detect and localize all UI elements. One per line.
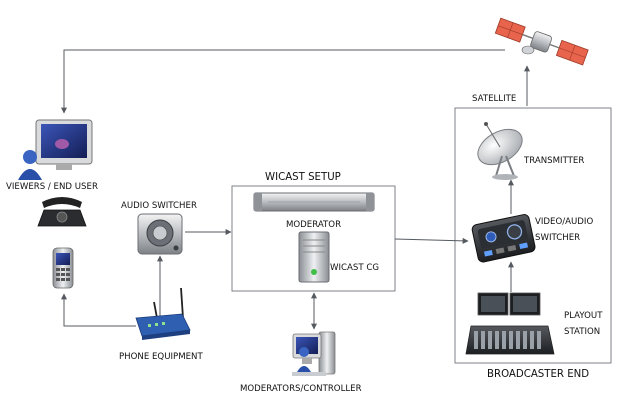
moderators-controller-label: MODERATORS/CONTROLLER <box>240 384 362 394</box>
mobile-phone-icon <box>52 247 74 289</box>
audio-switcher-icon <box>137 213 183 255</box>
wicast-setup-title: WICAST SETUP <box>265 172 341 183</box>
rack-server-icon <box>253 192 375 212</box>
video-audio-label-line2: SWITCHER <box>535 233 580 243</box>
phone-to-router-line <box>61 293 136 327</box>
phone-equipment-label: PHONE EQUIPMENT <box>119 352 203 362</box>
broadcaster-end-title: BROADCASTER END <box>487 369 589 380</box>
viewer-monitor-icon <box>18 119 93 180</box>
audio-switcher-label: AUDIO SWITCHER <box>121 201 197 211</box>
wicast-to-switcher-line <box>394 237 469 244</box>
viewers-label: VIEWERS / END USER <box>6 182 98 192</box>
controller-workstation-icon <box>292 331 336 376</box>
telephone-icon <box>37 197 87 227</box>
wicast-cg-label: WICAST CG <box>330 263 379 273</box>
satellite-to-viewers-line <box>61 49 505 114</box>
satellite-icon <box>494 17 589 66</box>
moderator-label: MODERATOR <box>286 220 341 230</box>
video-audio-label-line1: VIDEO/AUDIO <box>535 217 593 227</box>
tower-server-icon <box>298 231 330 283</box>
transmitter-label: TRANSMITTER <box>523 156 584 166</box>
satellite-dish-icon <box>477 122 523 180</box>
satellite-label: SATELLITE <box>472 94 516 104</box>
playout-label-line2: STATION <box>564 327 600 337</box>
video-audio-switcher-icon <box>471 214 536 263</box>
router-icon <box>135 287 191 340</box>
playout-station-icon <box>465 292 555 355</box>
playout-label-line1: PLAYOUT <box>564 311 603 321</box>
